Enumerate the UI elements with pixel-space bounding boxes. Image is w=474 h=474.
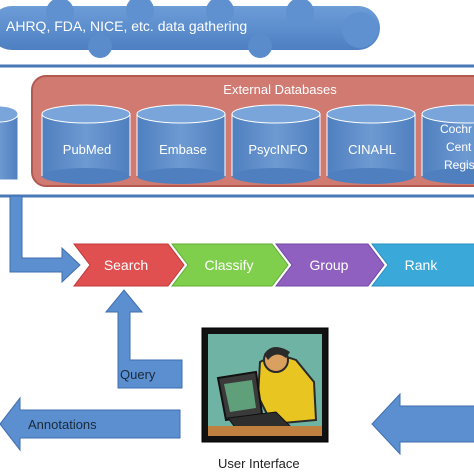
database-label-pubmed: PubMed <box>62 142 112 157</box>
database-cylinder-pubmed <box>41 104 131 184</box>
database-label-psycinfo: PsycINFO <box>248 142 308 157</box>
user-computer-icon <box>201 327 329 443</box>
database-label-cochrane-line3: Regis <box>444 158 474 172</box>
classify-step-shape <box>170 243 289 287</box>
annotations-label: Annotations <box>28 417 97 432</box>
database-label-cochrane-line1: Cochr <box>440 122 473 136</box>
database-label-cinahl: CINAHL <box>348 142 396 157</box>
external-databases-title: External Databases <box>223 82 337 97</box>
step-rank: Rank <box>404 257 438 273</box>
rank-step-shape <box>370 243 474 287</box>
database-cylinder-embase <box>136 104 226 184</box>
query-label: Query <box>120 367 156 382</box>
step-group: Group <box>309 257 349 273</box>
step-classify: Classify <box>204 257 254 273</box>
cloud-shape <box>0 0 380 58</box>
cloud-text: AHRQ, FDA, NICE, etc. data gathering <box>6 18 248 34</box>
left-database-cylinder <box>0 105 19 181</box>
database-cylinder-cochrane <box>421 104 474 184</box>
database-cylinder-cinahl <box>326 104 416 184</box>
database-cylinder-psycinfo <box>231 104 321 184</box>
database-frame <box>0 64 474 198</box>
database-label-embase: Embase <box>159 142 207 157</box>
step-search: Search <box>103 257 149 273</box>
query-arrow <box>104 289 183 389</box>
input-arrow <box>9 195 81 284</box>
group-step-shape <box>274 243 385 287</box>
database-cylinders <box>41 104 474 184</box>
database-label-cochrane-line2: Cent <box>446 140 472 154</box>
annotations-arrow <box>0 396 181 452</box>
search-step-shape <box>72 243 185 287</box>
user-input-arrow <box>371 392 474 456</box>
user-interface-caption: User Interface <box>218 456 300 471</box>
